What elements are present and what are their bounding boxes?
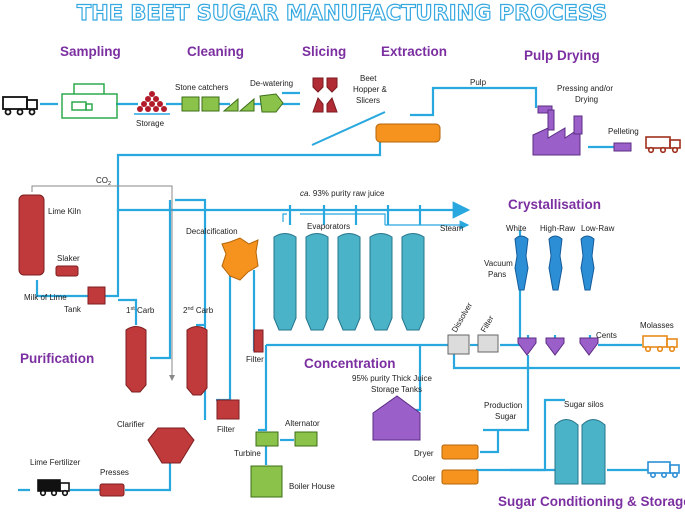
label-low-raw: Low-Raw [581, 224, 615, 233]
label-storage: Storage [136, 119, 165, 128]
page-title: THE BEET SUGAR MANUFACTURING PROCESS [77, 1, 607, 25]
dryer [441, 444, 479, 460]
label-production-2: Sugar [495, 412, 517, 421]
label-raw-juice: ca. 93% purity raw juice [300, 189, 385, 198]
sugar-silos [554, 419, 606, 485]
second-carb-tank [186, 326, 208, 396]
label-decalcification: Decalcification [186, 227, 238, 236]
label-pelleting: Pelleting [608, 127, 639, 136]
section-conditioning: Sugar Conditioning & Storage [498, 494, 685, 509]
label-filter-crystallisation: Filter [479, 314, 496, 334]
label-white: White [506, 224, 527, 233]
label-clarifier: Clarifier [117, 420, 145, 429]
steam-line [282, 213, 470, 230]
milk-of-lime-tank [87, 286, 106, 305]
clarifier-tank [147, 427, 195, 464]
pellet-truck-icon [645, 136, 681, 154]
label-thick-juice-2: Storage Tanks [371, 385, 422, 394]
sugar-truck-icon [647, 461, 680, 478]
evaporators [273, 233, 425, 331]
label-carb-2: 2nd Carb [183, 306, 214, 315]
molasses-truck-icon [642, 335, 678, 353]
label-slaker: Slaker [57, 254, 80, 263]
label-molasses: Molasses [640, 321, 674, 330]
label-dissolver: Dissolver [450, 301, 474, 334]
label-pressing-1: Pressing and/or [557, 84, 613, 93]
label-lime-kiln: Lime Kiln [48, 207, 81, 216]
beet-hopper-slicers [312, 77, 338, 113]
section-purification: Purification [20, 351, 94, 366]
label-sugar-silos: Sugar silos [564, 400, 604, 409]
label-cooler: Cooler [412, 474, 436, 483]
section-slicing: Slicing [302, 44, 346, 59]
thick-juice-tank [372, 395, 421, 441]
label-co2: CO2 [96, 176, 111, 187]
label-pulp: Pulp [470, 78, 487, 87]
label-boiler-house: Boiler House [289, 482, 335, 491]
label-vacuum-2: Pans [488, 270, 506, 279]
dewatering-pump [259, 93, 284, 113]
label-production-1: Production [484, 401, 522, 410]
fertilizer-truck-icon [37, 479, 70, 497]
crystallisation-filter [477, 334, 499, 353]
section-cleaning: Cleaning [187, 44, 244, 59]
label-filter-purification: Filter [217, 425, 235, 434]
label-hopper-1: Beet [360, 74, 377, 83]
sampling-station [61, 83, 118, 119]
label-high-raw: High-Raw [540, 224, 575, 233]
boiler-house [250, 465, 283, 498]
dissolver [447, 334, 470, 355]
label-hopper-3: Slicers [356, 96, 380, 105]
section-extraction: Extraction [381, 44, 447, 59]
label-milk-lime-2: Tank [64, 305, 82, 314]
label-lime-fertilizer: Lime Fertilizer [30, 458, 81, 467]
turbine [255, 431, 279, 447]
label-vacuum-1: Vacuum [484, 259, 513, 268]
section-concentration: Concentration [304, 356, 396, 371]
label-turbine: Turbine [234, 449, 261, 458]
label-milk-lime-1: Milk of Lime [24, 293, 67, 302]
label-alternator: Alternator [285, 419, 320, 428]
label-cents: Cents [596, 331, 617, 340]
label-stone-catchers: Stone catchers [175, 83, 228, 92]
pulp-dryer-plant [532, 105, 632, 156]
label-presses: Presses [100, 468, 129, 477]
label-dryer: Dryer [414, 449, 434, 458]
section-sampling: Sampling [60, 44, 121, 59]
label-filter-concentration: Filter [246, 355, 264, 364]
first-carb-tank [125, 326, 147, 393]
label-thick-juice-1: 95% purity Thick Juice [352, 374, 432, 383]
co2-line [31, 185, 175, 381]
beet-storage-pile [137, 91, 167, 112]
vacuum-pans [514, 235, 595, 291]
decalcification-unit [221, 237, 259, 281]
concentration-filter [253, 329, 264, 353]
lime-kiln [18, 194, 45, 276]
label-pressing-2: Drying [575, 95, 598, 104]
alternator [294, 431, 318, 447]
dewatering-screen-2 [238, 97, 255, 112]
section-pulp-drying: Pulp Drying [524, 48, 600, 63]
stone-catcher-2 [201, 96, 220, 112]
stone-catcher-1 [181, 96, 200, 112]
label-hopper-2: Hopper & [353, 85, 387, 94]
section-crystallisation: Crystallisation [508, 197, 601, 212]
label-carb-1: 1st Carb [126, 306, 155, 315]
delivery-truck-icon [2, 96, 38, 116]
cooler [441, 469, 479, 485]
slaker [55, 265, 79, 277]
label-evaporators: Evaporators [307, 222, 350, 231]
extraction-diffuser [375, 123, 441, 143]
centrifuges [517, 337, 599, 356]
lime-press [99, 483, 125, 497]
label-de-watering: De-watering [250, 79, 293, 88]
purification-filter [216, 399, 240, 420]
label-steam: Steam [440, 224, 463, 233]
dewatering-screen-1 [222, 97, 239, 112]
